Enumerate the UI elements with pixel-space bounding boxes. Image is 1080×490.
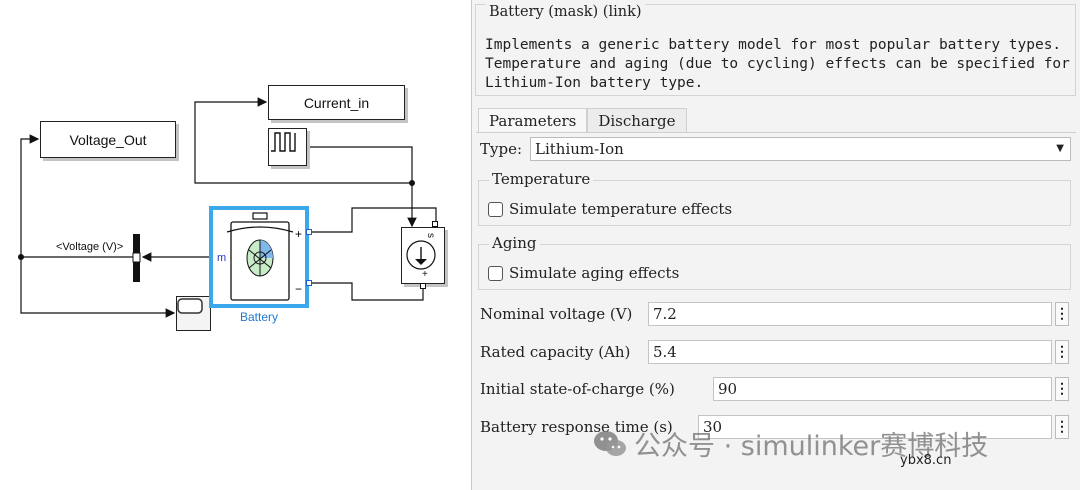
more-options-icon[interactable]: ⋮ bbox=[1055, 340, 1069, 364]
battery-block[interactable]: m + − bbox=[209, 206, 309, 308]
site-watermark: ybx8.cn bbox=[900, 453, 952, 468]
chevron-down-icon: ▼ bbox=[1056, 143, 1064, 154]
nominal-voltage-field[interactable]: 7.2 bbox=[648, 302, 1052, 326]
source-s-port-label: s bbox=[425, 233, 436, 238]
tab-parameters[interactable]: Parameters bbox=[478, 108, 588, 133]
temperature-group: Temperature Simulate temperature effects bbox=[478, 170, 1071, 226]
current-source-icon bbox=[406, 240, 436, 270]
simulate-temperature-checkbox[interactable]: Simulate temperature effects bbox=[488, 200, 732, 218]
battery-icon bbox=[226, 212, 294, 301]
more-options-icon[interactable]: ⋮ bbox=[1055, 377, 1069, 401]
description-line: Implements a generic battery model for m… bbox=[485, 37, 1062, 53]
pulse-wave-icon bbox=[271, 132, 296, 152]
voltage-signal-label: <Voltage (V)> bbox=[56, 241, 124, 253]
signal-lines bbox=[18, 97, 437, 318]
checkbox-box[interactable] bbox=[488, 201, 503, 217]
aging-group: Aging Simulate aging effects bbox=[478, 234, 1071, 290]
type-label: Type: bbox=[480, 140, 523, 158]
simulate-aging-checkbox[interactable]: Simulate aging effects bbox=[488, 264, 679, 282]
source-top-port[interactable] bbox=[432, 221, 438, 227]
tab-discharge[interactable]: Discharge bbox=[587, 108, 687, 133]
mask-description-group: Battery (mask) (link) Implements a gener… bbox=[475, 4, 1076, 96]
simulate-temperature-label: Simulate temperature effects bbox=[509, 200, 733, 218]
battery-minus-port[interactable] bbox=[306, 280, 312, 286]
block-parameters-dialog: Battery (mask) (link) Implements a gener… bbox=[471, 0, 1080, 490]
aging-group-title: Aging bbox=[489, 234, 540, 252]
response-time-field[interactable]: 30 bbox=[698, 415, 1052, 439]
scope-screen-icon bbox=[177, 298, 203, 314]
temperature-group-title: Temperature bbox=[489, 170, 594, 188]
nominal-voltage-label: Nominal voltage (V) bbox=[480, 305, 633, 323]
controlled-current-source-block[interactable]: s + bbox=[401, 227, 445, 284]
voltage-out-label: Voltage_Out bbox=[69, 131, 147, 148]
battery-type-select[interactable]: Lithium-Ion ▼ bbox=[530, 137, 1071, 161]
battery-minus-port-label: − bbox=[295, 282, 303, 296]
battery-type-value: Lithium-Ion bbox=[535, 140, 624, 158]
tab-bar: Parameters Discharge bbox=[478, 108, 687, 133]
tab-panel-divider bbox=[476, 132, 1076, 133]
watermark: 公众号 · simulinker赛博科技 bbox=[592, 424, 988, 463]
pulse-generator-block[interactable] bbox=[268, 128, 307, 166]
mask-description: Implements a generic battery model for m… bbox=[485, 36, 1070, 93]
current-in-block[interactable]: Current_in bbox=[268, 85, 405, 120]
wechat-logo-icon bbox=[594, 430, 626, 456]
response-time-label: Battery response time (s) bbox=[480, 418, 673, 436]
source-plus-label: + bbox=[422, 269, 428, 280]
mask-title: Battery (mask) (link) bbox=[486, 4, 645, 20]
watermark-text: 公众号 · simulinker赛博科技 bbox=[634, 431, 989, 462]
description-line: Lithium-Ion battery type. bbox=[485, 75, 704, 91]
checkbox-box[interactable] bbox=[488, 265, 503, 281]
battery-plus-port[interactable] bbox=[306, 229, 312, 235]
voltage-out-block[interactable]: Voltage_Out bbox=[40, 121, 176, 158]
battery-block-name: Battery bbox=[240, 310, 279, 324]
rated-capacity-field[interactable]: 5.4 bbox=[648, 340, 1052, 364]
scope-block[interactable] bbox=[176, 296, 211, 331]
initial-soc-label: Initial state-of-charge (%) bbox=[480, 380, 675, 398]
battery-m-port-label: m bbox=[217, 252, 227, 264]
more-options-icon[interactable]: ⋮ bbox=[1055, 415, 1069, 439]
source-bottom-port[interactable] bbox=[420, 283, 426, 289]
initial-soc-field[interactable]: 90 bbox=[713, 377, 1052, 401]
rated-capacity-label: Rated capacity (Ah) bbox=[480, 343, 631, 361]
battery-plus-port-label: + bbox=[295, 227, 303, 241]
description-line: Temperature and aging (due to cycling) e… bbox=[485, 56, 1070, 72]
model-canvas[interactable]: Current_in Voltage_Out <Voltage (V)> m +… bbox=[0, 0, 470, 490]
simulate-aging-label: Simulate aging effects bbox=[509, 264, 680, 282]
current-in-label: Current_in bbox=[303, 94, 370, 111]
more-options-icon[interactable]: ⋮ bbox=[1055, 302, 1069, 326]
